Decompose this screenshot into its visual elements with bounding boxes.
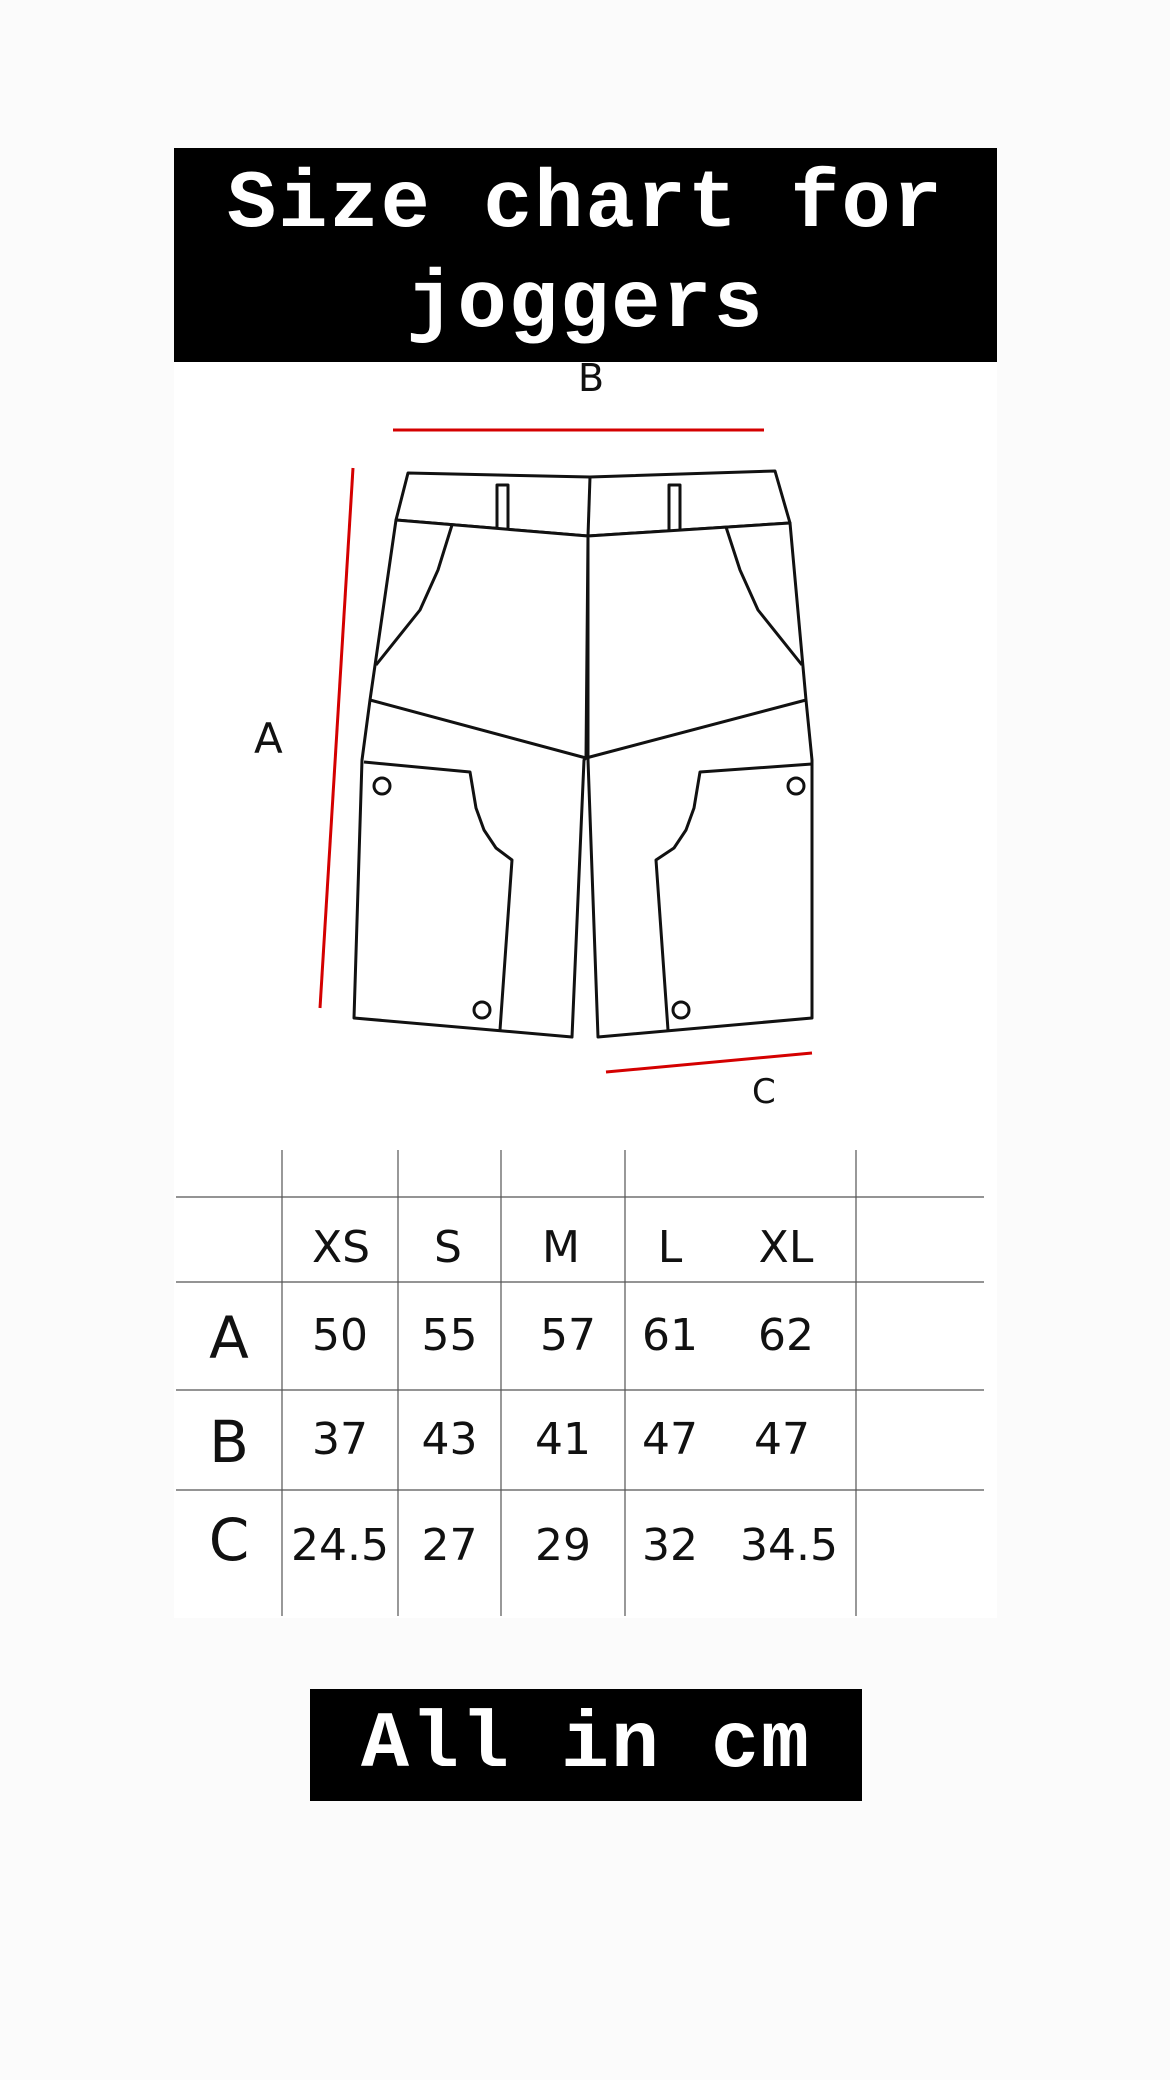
dimension-label-c: C (752, 1072, 776, 1112)
page-title: Size chart for joggers (227, 158, 944, 351)
size-header-l: L (657, 1222, 683, 1273)
row-label-a: A (209, 1304, 249, 1372)
table-cell: 43 (421, 1414, 478, 1465)
table-cell: 24.5 (291, 1520, 389, 1571)
table-cell: 57 (540, 1310, 596, 1361)
dimension-label-b: B (578, 356, 605, 400)
table-cell: 41 (535, 1414, 591, 1465)
table-cell: 32 (642, 1520, 698, 1571)
table-cell: 47 (754, 1414, 810, 1465)
table-grid (176, 1150, 984, 1616)
table-cell: 47 (642, 1414, 698, 1465)
title-banner: Size chart for joggers (174, 148, 997, 362)
size-header-s: S (434, 1222, 462, 1273)
row-label-b: B (209, 1408, 249, 1476)
size-header-xl: XL (758, 1222, 814, 1273)
table-cell: 62 (758, 1310, 814, 1361)
table-cell: 50 (312, 1310, 368, 1361)
table-cell: 34.5 (740, 1520, 838, 1571)
dimension-label-a: A (254, 714, 283, 763)
row-label-c: C (208, 1506, 250, 1574)
table-cell: 37 (312, 1414, 368, 1465)
table-cell: 55 (421, 1310, 478, 1361)
table-cell: 61 (642, 1310, 698, 1361)
table-cell: 27 (421, 1520, 478, 1571)
size-table: XS S M L XL A 50 55 57 61 62 B 37 43 41 … (176, 1150, 984, 1616)
size-header-xs: XS (311, 1222, 371, 1273)
table-cell: 29 (535, 1520, 591, 1571)
units-note: All in cm (360, 1699, 812, 1791)
units-banner: All in cm (310, 1689, 862, 1801)
size-header-m: M (542, 1222, 580, 1273)
